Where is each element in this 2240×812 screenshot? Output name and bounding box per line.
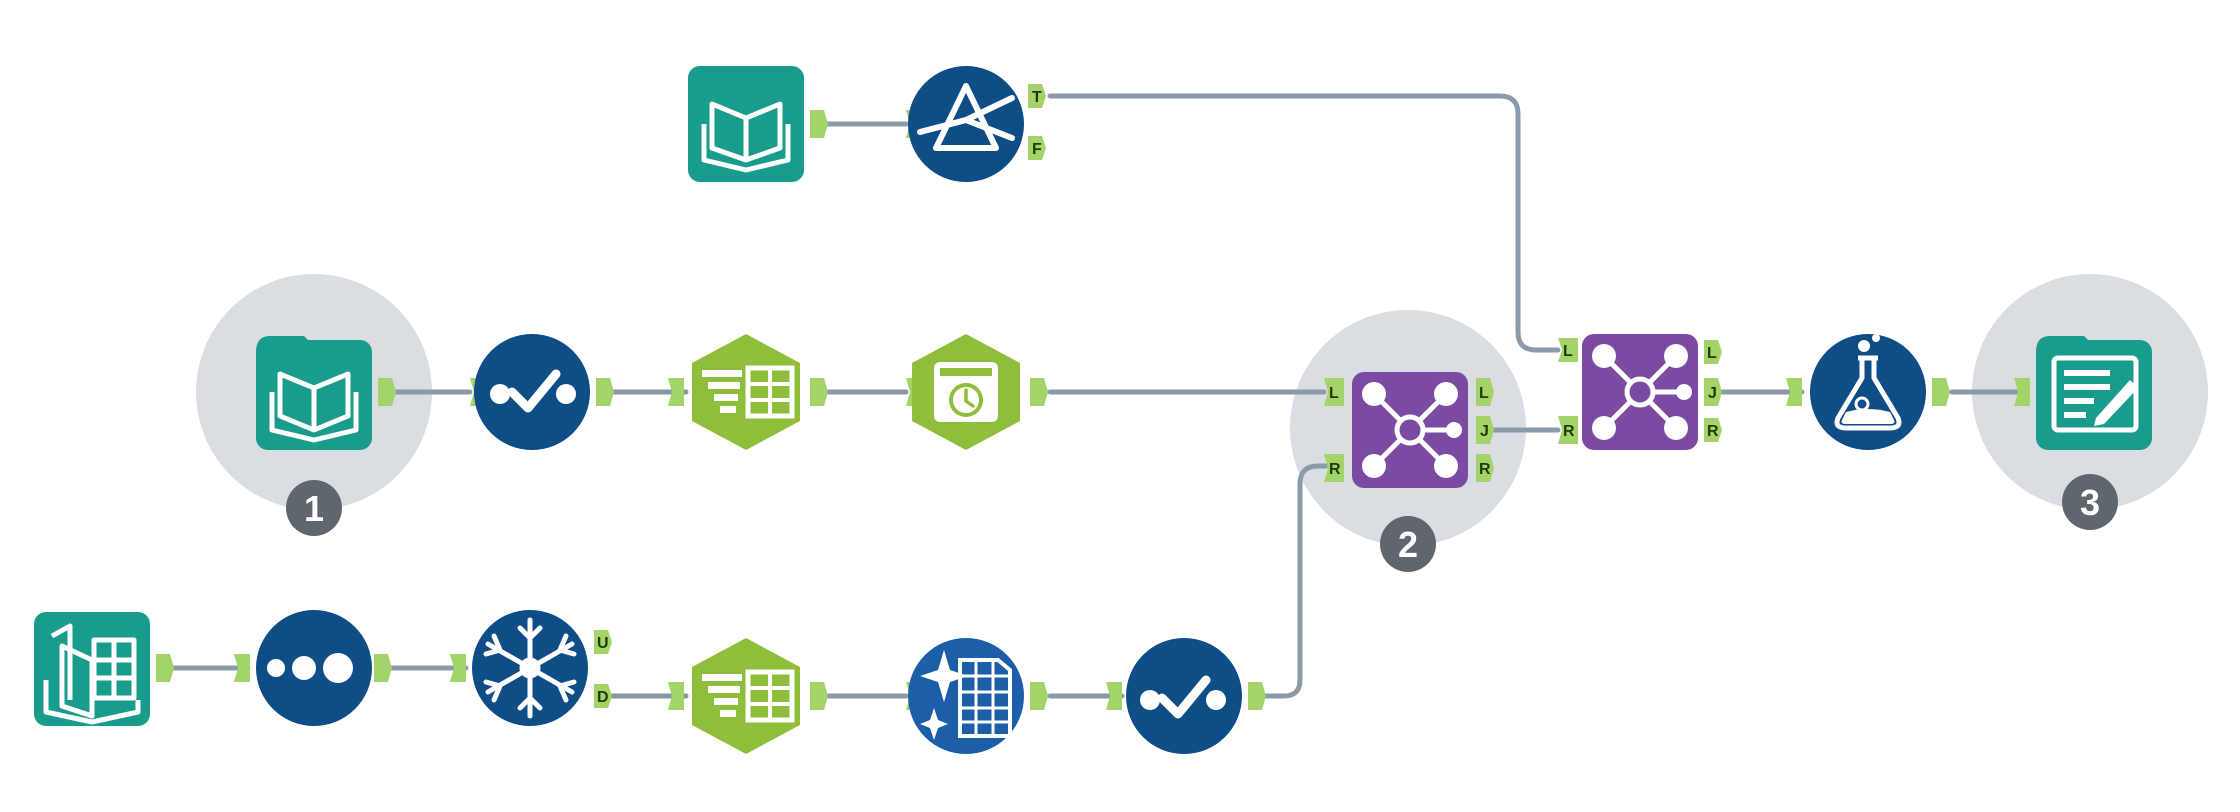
calendar-clock-icon: [934, 362, 998, 422]
input-anchor[interactable]: [450, 654, 466, 682]
edit-document-icon: [2051, 355, 2139, 433]
table-icon: [702, 669, 795, 723]
sample-tool[interactable]: [256, 610, 372, 726]
input-data-tool[interactable]: [256, 336, 372, 450]
network-icon: [1592, 344, 1692, 440]
book-icon: [701, 101, 791, 173]
input-data-tool[interactable]: [34, 612, 150, 726]
connection-line: [1259, 463, 1329, 699]
right-output-anchor[interactable]: R: [1476, 454, 1494, 482]
join-output-anchor[interactable]: J: [1704, 378, 1722, 406]
join-anchor-label: J: [1708, 385, 1717, 402]
check-icon: [490, 369, 576, 413]
right-input-anchor[interactable]: R: [1324, 454, 1344, 482]
unique-tool[interactable]: [472, 610, 588, 726]
join-output-anchor[interactable]: J: [1476, 416, 1494, 444]
input-anchor[interactable]: [1106, 682, 1122, 710]
data-cleansing-tool[interactable]: [474, 334, 590, 450]
left-output-anchor[interactable]: L: [1704, 340, 1722, 364]
true-anchor[interactable]: T: [1028, 84, 1046, 108]
badge-2-label: 2: [1398, 524, 1418, 565]
snowflake-icon: [483, 617, 577, 719]
check-icon: [1140, 675, 1226, 719]
badge-3: 3: [2062, 474, 2118, 530]
false-anchor-label: F: [1032, 141, 1042, 158]
data-cleansing-tool[interactable]: [1126, 638, 1242, 754]
flask-icon: [1834, 334, 1902, 431]
dots-icon: [267, 653, 353, 683]
right-anchor-label: R: [1329, 461, 1341, 478]
network-icon: [1362, 382, 1462, 478]
output-anchor[interactable]: [1932, 378, 1950, 406]
right-anchor-label: R: [1563, 423, 1575, 440]
duplicate-anchor[interactable]: D: [594, 684, 612, 708]
output-data-tool[interactable]: [2036, 336, 2152, 450]
output-anchor[interactable]: [1248, 682, 1266, 710]
book-icon: [269, 371, 359, 443]
table-icon: [702, 365, 795, 419]
filter-tool[interactable]: [908, 66, 1024, 182]
input-data-tool[interactable]: [688, 66, 804, 182]
prism-icon: [917, 83, 1015, 151]
datetime-tool[interactable]: [912, 334, 1020, 450]
right-output-anchor[interactable]: R: [1704, 418, 1722, 442]
right-anchor-label: R: [1479, 461, 1491, 478]
connection-line: [1047, 93, 1561, 353]
formula-tool[interactable]: [1810, 334, 1926, 450]
false-anchor[interactable]: F: [1028, 136, 1046, 160]
join-anchor-label: J: [1480, 423, 1489, 440]
select-tool[interactable]: [692, 638, 800, 754]
join-tool[interactable]: [1582, 334, 1698, 450]
left-anchor-label: L: [1329, 385, 1339, 402]
left-anchor-label: L: [1707, 345, 1717, 362]
input-anchor[interactable]: [2014, 378, 2030, 406]
left-input-anchor[interactable]: L: [1558, 338, 1578, 362]
right-anchor-label: R: [1707, 423, 1719, 440]
badge-2: 2: [1380, 516, 1436, 572]
left-anchor-label: L: [1479, 385, 1489, 402]
input-anchor[interactable]: [234, 654, 250, 682]
left-input-anchor[interactable]: L: [1324, 378, 1344, 406]
badge-3-label: 3: [2080, 482, 2100, 523]
badge-1-label: 1: [304, 488, 324, 529]
output-anchor[interactable]: [378, 378, 396, 406]
output-anchor[interactable]: [810, 110, 828, 138]
input-anchor[interactable]: [1786, 378, 1802, 406]
left-anchor-label: L: [1563, 343, 1573, 360]
connections: [169, 93, 2023, 699]
output-anchor[interactable]: [810, 378, 828, 406]
output-anchor[interactable]: [596, 378, 614, 406]
output-anchor[interactable]: [156, 654, 174, 682]
true-anchor-label: T: [1032, 89, 1042, 106]
auto-field-tool[interactable]: [908, 638, 1024, 754]
output-anchor[interactable]: [810, 682, 828, 710]
unique-anchor[interactable]: U: [594, 630, 612, 654]
left-output-anchor[interactable]: L: [1476, 378, 1494, 406]
input-anchor[interactable]: [668, 378, 684, 406]
output-anchor[interactable]: [1030, 378, 1048, 406]
right-input-anchor[interactable]: R: [1558, 416, 1578, 444]
input-anchor[interactable]: [668, 682, 684, 710]
join-tool[interactable]: [1352, 372, 1468, 488]
sparkle-table-icon: [920, 650, 1012, 740]
select-tool[interactable]: [692, 334, 800, 450]
multi-file-book-icon: [43, 623, 141, 725]
output-anchor[interactable]: [374, 654, 392, 682]
duplicate-anchor-label: D: [597, 689, 609, 706]
badge-1: 1: [286, 480, 342, 536]
output-anchor[interactable]: [1030, 682, 1048, 710]
unique-anchor-label: U: [597, 635, 609, 652]
